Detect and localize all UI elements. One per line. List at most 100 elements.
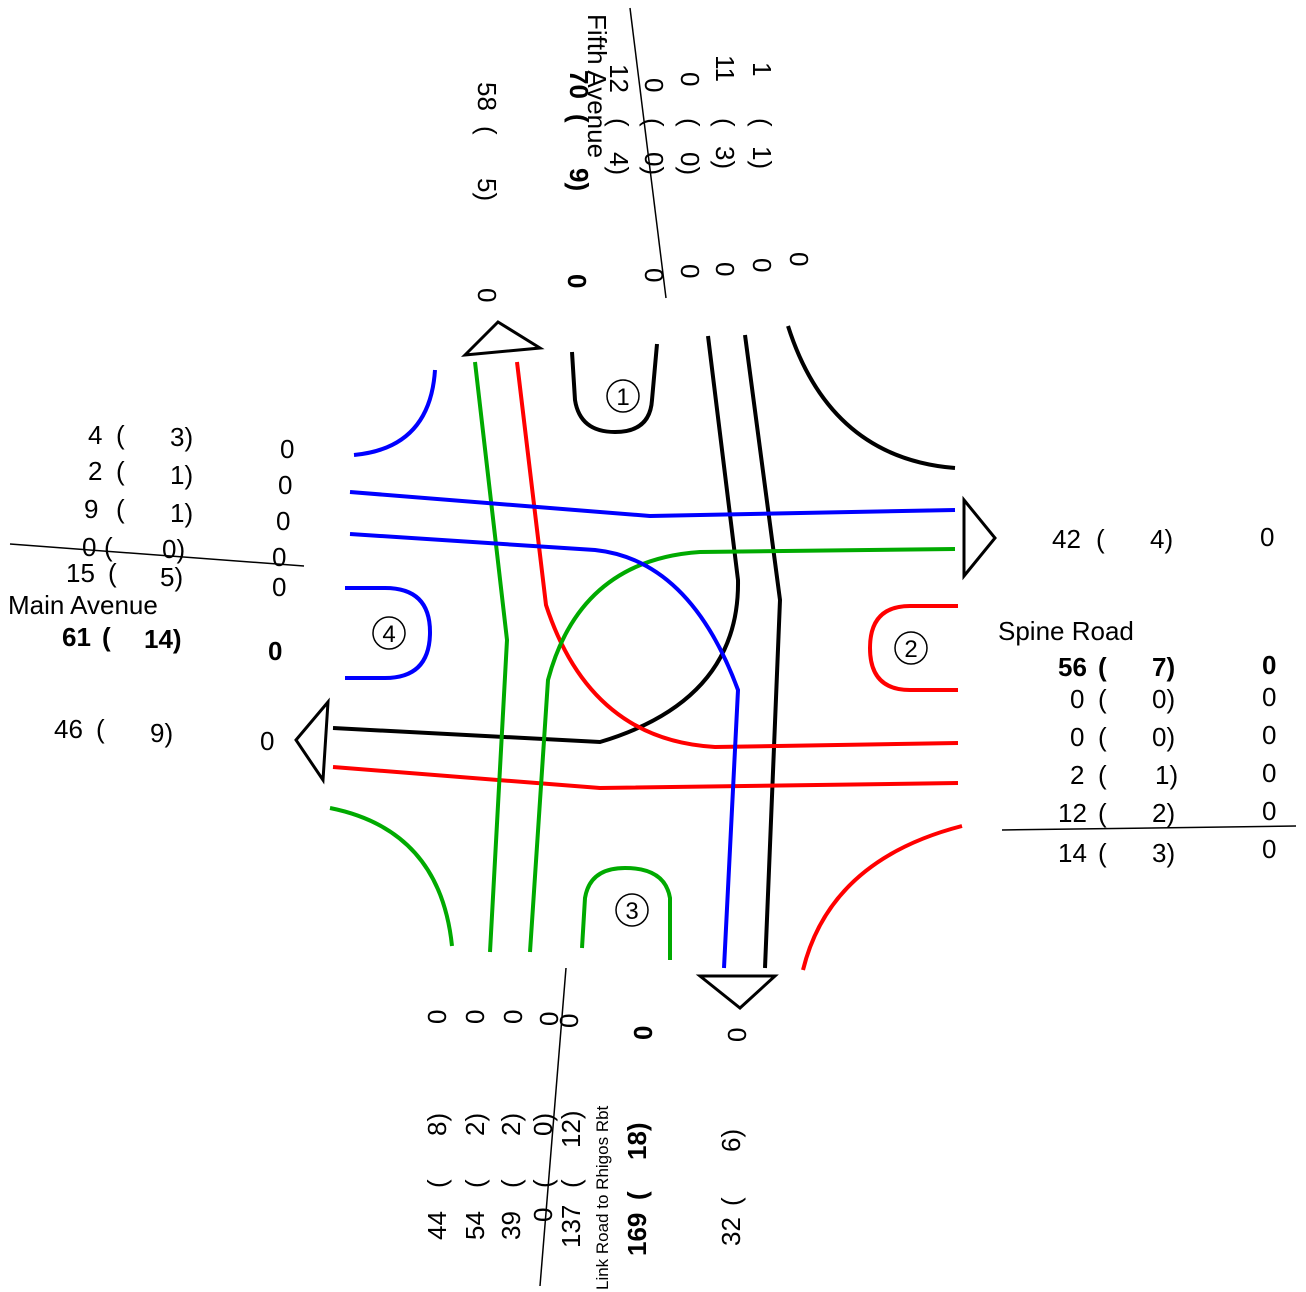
south-road-name: Link Road to Rhigos Rbt — [593, 1105, 612, 1290]
east-row-5-zero: 0 — [1262, 834, 1276, 864]
arm4-to-south-path — [349, 532, 741, 969]
west-row-2-zero: 0 — [278, 470, 292, 500]
east-arm-labels: 42 ( 4) 0 Spine Road 56 ( 7) 0 0 ( 0) 0 … — [998, 522, 1297, 868]
north-total-flow: 70 — [564, 70, 594, 99]
west-row-3-zero: 0 — [276, 506, 290, 536]
arm3-uturn-path — [580, 865, 672, 960]
north-zero-4: 0 — [675, 264, 705, 278]
south-row-4-paren: ( — [528, 1179, 558, 1188]
east-row-2-flow: 0 — [1070, 722, 1084, 752]
north-row-2-paren: ( — [710, 118, 740, 127]
west-exit-paren: ( — [96, 714, 105, 744]
west-arm-labels: 4 ( 3) 0 2 ( 1) 0 9 ( 1) 0 0 ( 0) 0 15 (… — [8, 420, 305, 756]
south-total-paren: ( — [622, 1191, 652, 1200]
west-row-5-flow: 15 — [66, 558, 95, 588]
east-row-2-paren: ( — [1098, 722, 1107, 752]
west-exit-zero: 0 — [260, 726, 274, 756]
west-row-2-hgv: 1) — [170, 460, 193, 490]
west-exit-hgv: 9) — [150, 718, 173, 748]
south-zero-5: 0 — [554, 1014, 584, 1028]
arm2-to-west-path — [332, 765, 959, 791]
south-row-1-flow: 44 — [422, 1211, 452, 1240]
west-row-5-zero: 0 — [272, 572, 286, 602]
flow-paths — [329, 325, 963, 971]
north-row-4-hgv: 0) — [639, 152, 669, 175]
south-total-zero: 0 — [628, 1026, 658, 1040]
south-row-4-flow: 0 — [528, 1208, 558, 1222]
arm-number-2: 2 — [894, 631, 928, 665]
south-row-5-flow: 137 — [556, 1205, 586, 1248]
east-row-1-zero: 0 — [1262, 682, 1276, 712]
east-total-paren: ( — [1098, 652, 1107, 682]
east-exit-flow: 42 — [1052, 524, 1081, 554]
west-exit-flow: 46 — [54, 714, 83, 744]
west-total-zero: 0 — [268, 636, 282, 666]
south-total-hgv: 18) — [622, 1122, 652, 1160]
west-row-5-paren: ( — [108, 558, 117, 588]
north-total-hgv: 9) — [564, 168, 594, 191]
south-exit-arrow — [695, 974, 779, 1010]
east-row-5-paren: ( — [1098, 838, 1107, 868]
east-row-4-paren: ( — [1098, 798, 1107, 828]
west-row-5-hgv: 5) — [160, 562, 183, 592]
west-total-paren: ( — [102, 622, 111, 652]
west-row-1-hgv: 3) — [170, 422, 193, 452]
north-zero-1: 0 — [784, 252, 814, 266]
west-row-1-paren: ( — [116, 420, 125, 450]
west-row-3-hgv: 1) — [170, 498, 193, 528]
south-row-1-hgv: 8) — [422, 1113, 452, 1136]
east-row-5-hgv: 3) — [1152, 838, 1175, 868]
east-exit-arrow — [962, 495, 997, 581]
south-row-1-paren: ( — [422, 1179, 452, 1188]
north-zero-3: 0 — [710, 262, 740, 276]
west-row-1-flow: 4 — [88, 420, 102, 450]
east-row-1-paren: ( — [1098, 684, 1107, 714]
west-row-4-hgv: 0) — [162, 534, 185, 564]
north-exit-zero: 0 — [472, 288, 502, 302]
north-arm-labels: Fifth Avenue 1 ( 1) 11 ( 3) 0 ( 0) 0 ( 0… — [472, 7, 814, 302]
arm3-to-north-path — [473, 361, 510, 953]
north-zero-2: 0 — [747, 258, 777, 272]
arm-number-markers: 1 2 3 4 — [372, 379, 928, 927]
west-row-1-zero: 0 — [280, 434, 294, 464]
arm3-to-west-path — [329, 806, 454, 947]
east-row-2-hgv: 0) — [1152, 722, 1175, 752]
north-row-1-paren: ( — [747, 118, 777, 127]
south-row-3-hgv: 2) — [496, 1113, 526, 1136]
north-row-4-flow: 0 — [639, 78, 669, 92]
west-row-4-zero: 0 — [272, 542, 286, 572]
south-row-3-flow: 39 — [496, 1211, 526, 1240]
east-row-3-zero: 0 — [1262, 758, 1276, 788]
arm3-to-east-path — [528, 547, 956, 953]
arm-number-4: 4 — [372, 616, 406, 650]
arm4-to-east-path — [349, 490, 956, 519]
arm-number-2-label: 2 — [904, 636, 917, 663]
south-row-2-paren: ( — [460, 1179, 490, 1188]
north-row-5-hgv: 4) — [604, 152, 634, 175]
east-row-4-zero: 0 — [1262, 796, 1276, 826]
north-exit-flow: 58 — [472, 82, 502, 111]
arm1-to-west-path — [332, 335, 741, 745]
south-row-2-hgv: 2) — [460, 1113, 490, 1136]
north-zero-5: 0 — [639, 268, 669, 282]
east-exit-paren: ( — [1096, 524, 1105, 554]
north-total-zero: 0 — [562, 274, 592, 288]
east-row-2-zero: 0 — [1262, 720, 1276, 750]
north-row-2-hgv: 3) — [710, 146, 740, 169]
north-row-5-paren: ( — [604, 118, 634, 127]
west-road-name: Main Avenue — [8, 590, 158, 620]
east-total-flow: 56 — [1058, 652, 1087, 682]
north-row-2-flow: 11 — [710, 55, 740, 82]
arm1-to-south-path — [743, 334, 783, 969]
arm4-to-north-path — [353, 369, 437, 457]
north-row-1-flow: 1 — [747, 62, 777, 76]
north-row-5-flow: 12 — [604, 64, 634, 93]
south-row-4-hgv: 0) — [528, 1113, 558, 1136]
arm2-to-south-path — [801, 824, 963, 971]
arm1-to-east-path — [786, 325, 956, 470]
south-arm-labels: Link Road to Rhigos Rbt 0 0 0 0 0 44 ( 8… — [422, 967, 752, 1290]
south-exit-paren: ( — [716, 1197, 746, 1206]
arm2-uturn-path — [867, 604, 958, 692]
east-row-3-hgv: 1) — [1155, 760, 1178, 790]
